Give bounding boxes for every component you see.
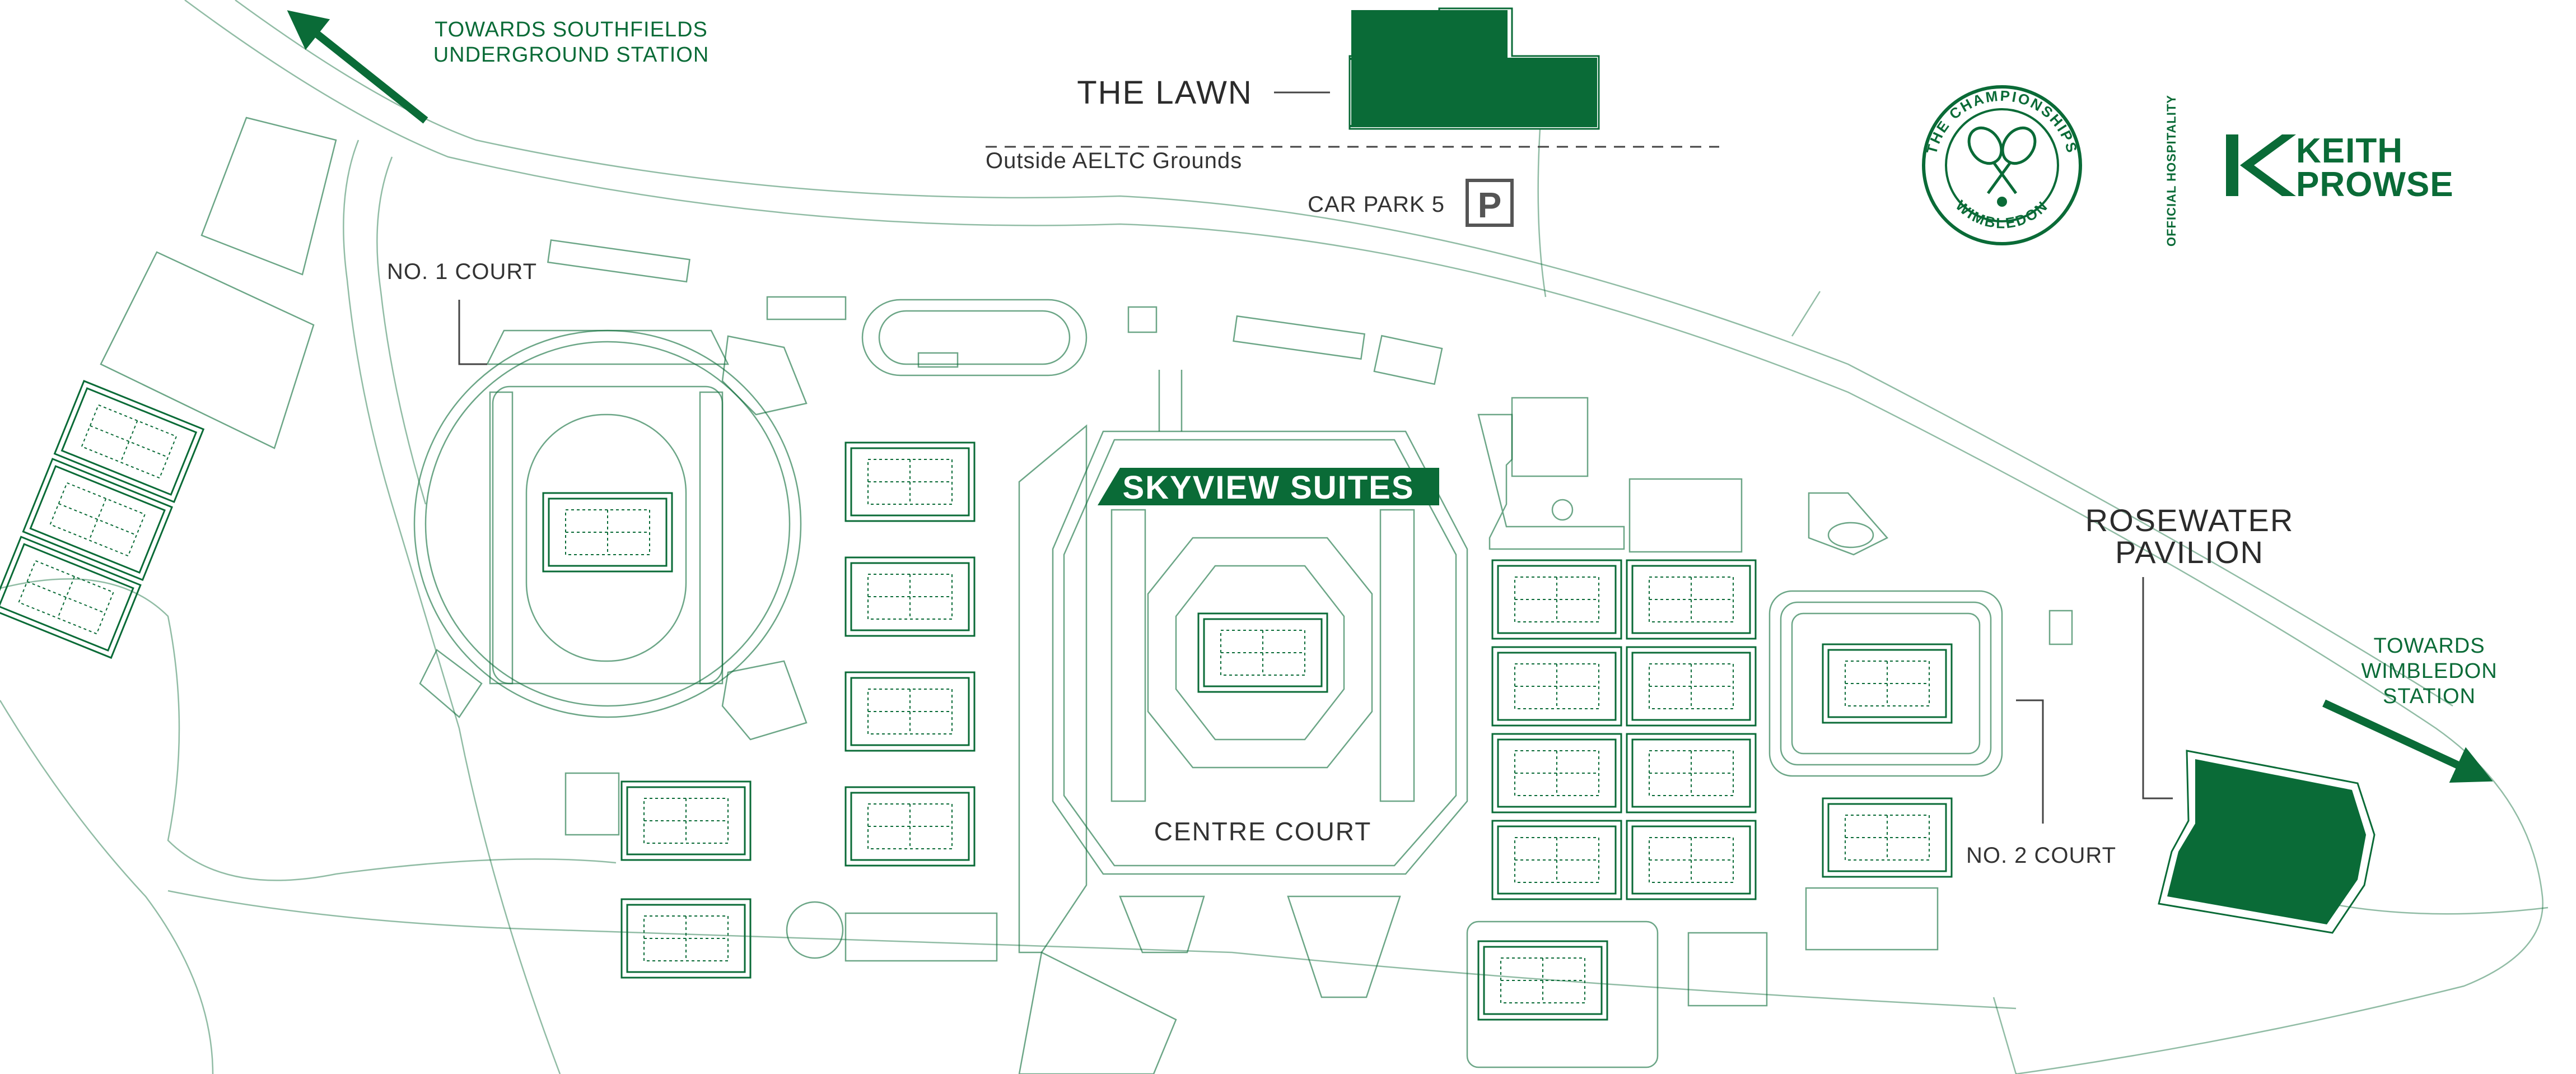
parking-icon	[1466, 179, 1514, 227]
southfields-label-line2: UNDERGROUND STATION	[433, 43, 710, 67]
centre-court-stadium	[1018, 370, 1468, 1074]
rosewater-label-line1: ROSEWATER	[2085, 503, 2294, 538]
keith-label: KEITH	[2296, 132, 2403, 170]
grounds-outlines	[0, 117, 2073, 1074]
the-lawn-label: THE LAWN	[1077, 75, 1253, 111]
parking-symbol: P	[1478, 185, 1502, 225]
outside-grounds-label: Outside AELTC Grounds	[986, 148, 1242, 173]
centre-court-label: CENTRE COURT	[1154, 817, 1372, 846]
no2-court-stadium	[1768, 590, 2003, 777]
no2-court-label: NO. 2 COURT	[1966, 843, 2116, 868]
keith-prowse-logo: KEITH PROWSE	[2226, 132, 2454, 204]
wimbledon-seal-logo: THE CHAMPIONSHIPS WIMBLEDON	[1922, 85, 2082, 245]
wimbledon-station-label-line1: TOWARDS	[2373, 634, 2485, 658]
rosewater-pavilion	[2158, 750, 2376, 934]
official-hospitality-label: OFFICIAL HOSPITALITY	[2164, 95, 2178, 247]
no1-court-stadium	[413, 329, 808, 741]
arrow-southfields	[287, 10, 428, 124]
skyview-suites-label: SKYVIEW SUITES	[1122, 469, 1414, 506]
wimbledon-station-label-line3: STATION	[2383, 685, 2476, 708]
crossed-rackets-icon	[1967, 126, 2037, 207]
southfields-label-line1: TOWARDS SOUTHFIELDS	[435, 18, 708, 41]
rosewater-label-line2: PAVILION	[2115, 534, 2264, 570]
prowse-label: PROWSE	[2296, 165, 2454, 204]
wimbledon-station-label-line2: WIMBLEDON	[2361, 659, 2497, 683]
no1-court-label: NO. 1 COURT	[387, 259, 537, 284]
car-park-label: CAR PARK 5	[1308, 192, 1445, 217]
arrow-wimbledon-station	[2322, 699, 2493, 783]
the-lawn-marquee	[1348, 7, 1600, 130]
